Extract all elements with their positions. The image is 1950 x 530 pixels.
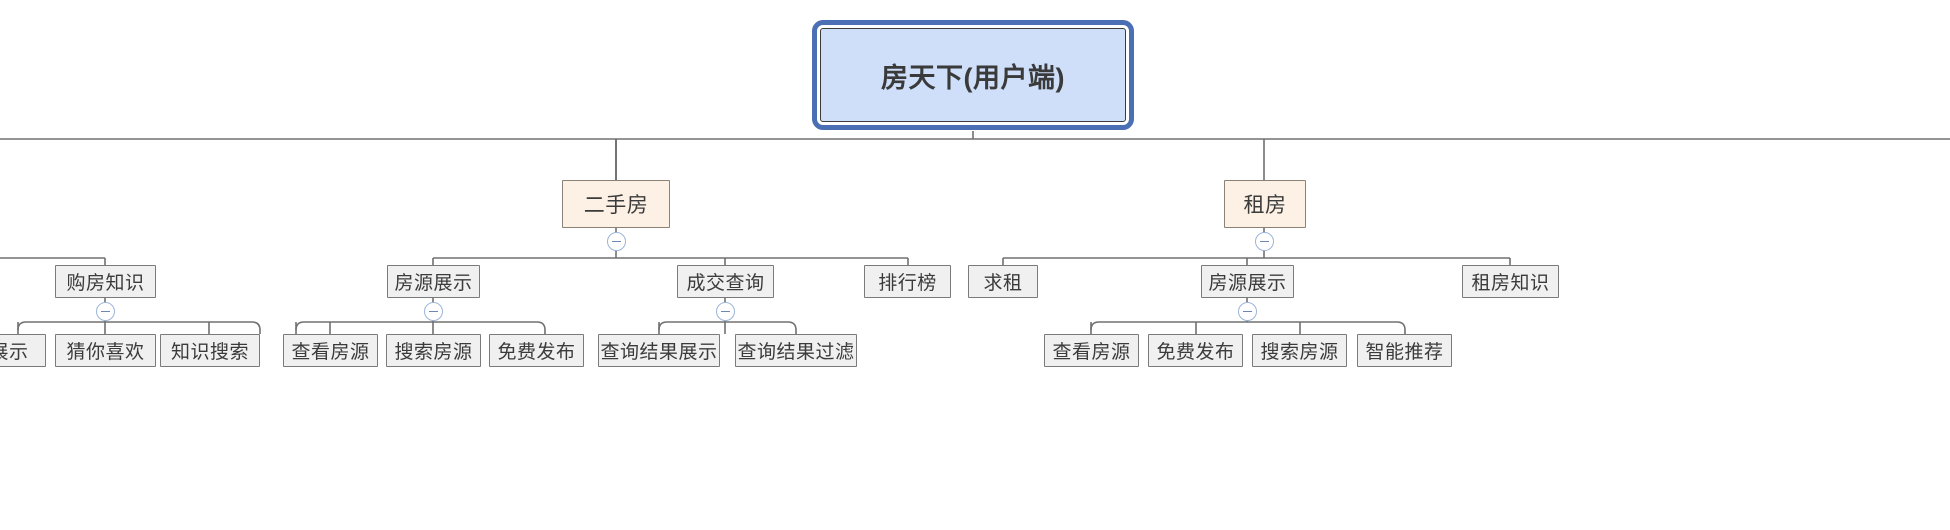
node-leaf-zf-sousuo-fangyuan-label: 搜索房源: [1260, 342, 1339, 363]
node-chengjiao-chaxun-label: 成交查询: [686, 273, 765, 294]
node-qiuzu[interactable]: 求租: [968, 265, 1038, 298]
minus-icon: [101, 310, 110, 313]
node-leaf-zf-chakan-fangyuan-label: 查看房源: [1052, 342, 1131, 363]
node-chengjiao-chaxun[interactable]: 成交查询: [677, 265, 774, 298]
node-leaf-chaxun-jieguo-zhanshi-label: 查询结果展示: [600, 342, 718, 363]
minus-icon: [612, 240, 621, 243]
node-gouwfang-zhishi-label: 购房知识: [66, 273, 145, 294]
node-branch-ershoufang-label: 二手房: [583, 194, 649, 217]
node-zufang-fangyuan-zhanshi[interactable]: 房源展示: [1201, 265, 1294, 298]
node-branch-zufang[interactable]: 租房: [1224, 180, 1306, 228]
node-zufang-zhishi-label: 租房知识: [1471, 273, 1550, 294]
node-leaf-zf-mianfei-fabu[interactable]: 免费发布: [1148, 334, 1243, 367]
minus-icon: [1243, 310, 1252, 313]
node-root[interactable]: 房天下(用户端): [820, 28, 1126, 122]
node-ershoufang-fangyuan-zhanshi[interactable]: 房源展示: [387, 265, 480, 298]
node-leaf-zhishi-sousuo[interactable]: 知识搜索: [160, 334, 260, 367]
node-leaf-zhanshi-label: 展示: [0, 342, 29, 363]
node-branch-ershoufang[interactable]: 二手房: [562, 180, 670, 228]
collapse-toggle-gouwfang-zhishi[interactable]: [96, 302, 115, 321]
node-leaf-zf-mianfei-fabu-label: 免费发布: [1156, 342, 1235, 363]
collapse-toggle-zufang-fangyuan-zhanshi[interactable]: [1238, 302, 1257, 321]
node-leaf-zhishi-sousuo-label: 知识搜索: [170, 342, 249, 363]
node-leaf-zf-sousuo-fangyuan[interactable]: 搜索房源: [1252, 334, 1347, 367]
node-paihangbang-label: 排行榜: [878, 273, 937, 294]
node-leaf-chaxun-jieguo-guolv[interactable]: 查询结果过滤: [735, 334, 857, 367]
node-leaf-es-mianfei-fabu-label: 免费发布: [497, 342, 576, 363]
node-gouwfang-zhishi[interactable]: 购房知识: [55, 265, 156, 298]
node-qiuzu-label: 求租: [983, 273, 1023, 294]
root-selection-outline: [812, 20, 1134, 130]
node-leaf-es-mianfei-fabu[interactable]: 免费发布: [489, 334, 584, 367]
node-leaf-caini-xihuan[interactable]: 猜你喜欢: [55, 334, 156, 367]
node-leaf-zf-zhineng-tuijian[interactable]: 智能推荐: [1357, 334, 1452, 367]
collapse-toggle-zufang[interactable]: [1255, 232, 1274, 251]
minus-icon: [721, 310, 730, 313]
collapse-toggle-ershoufang[interactable]: [607, 232, 626, 251]
node-paihangbang[interactable]: 排行榜: [864, 265, 951, 298]
collapse-toggle-chengjiao-chaxun[interactable]: [716, 302, 735, 321]
node-zufang-fangyuan-zhanshi-label: 房源展示: [1208, 273, 1287, 294]
node-leaf-es-sousuo-fangyuan[interactable]: 搜索房源: [386, 334, 481, 367]
node-leaf-es-sousuo-fangyuan-label: 搜索房源: [394, 342, 473, 363]
collapse-toggle-ershoufang-fangyuan-zhanshi[interactable]: [424, 302, 443, 321]
node-leaf-es-chakan-fangyuan-label: 查看房源: [291, 342, 370, 363]
node-leaf-chaxun-jieguo-guolv-label: 查询结果过滤: [737, 342, 855, 363]
minus-icon: [429, 310, 438, 313]
minus-icon: [1260, 240, 1269, 243]
node-leaf-zhanshi[interactable]: 展示: [0, 334, 46, 367]
node-branch-zufang-label: 租房: [1243, 194, 1287, 217]
node-leaf-zf-chakan-fangyuan[interactable]: 查看房源: [1044, 334, 1139, 367]
node-leaf-es-chakan-fangyuan[interactable]: 查看房源: [283, 334, 378, 367]
node-leaf-chaxun-jieguo-zhanshi[interactable]: 查询结果展示: [598, 334, 720, 367]
node-leaf-caini-xihuan-label: 猜你喜欢: [66, 342, 145, 363]
node-leaf-zf-zhineng-tuijian-label: 智能推荐: [1365, 342, 1444, 363]
node-ershoufang-fangyuan-zhanshi-label: 房源展示: [394, 273, 473, 294]
node-zufang-zhishi[interactable]: 租房知识: [1462, 265, 1559, 298]
node-root-label: 房天下(用户端): [881, 62, 1065, 93]
